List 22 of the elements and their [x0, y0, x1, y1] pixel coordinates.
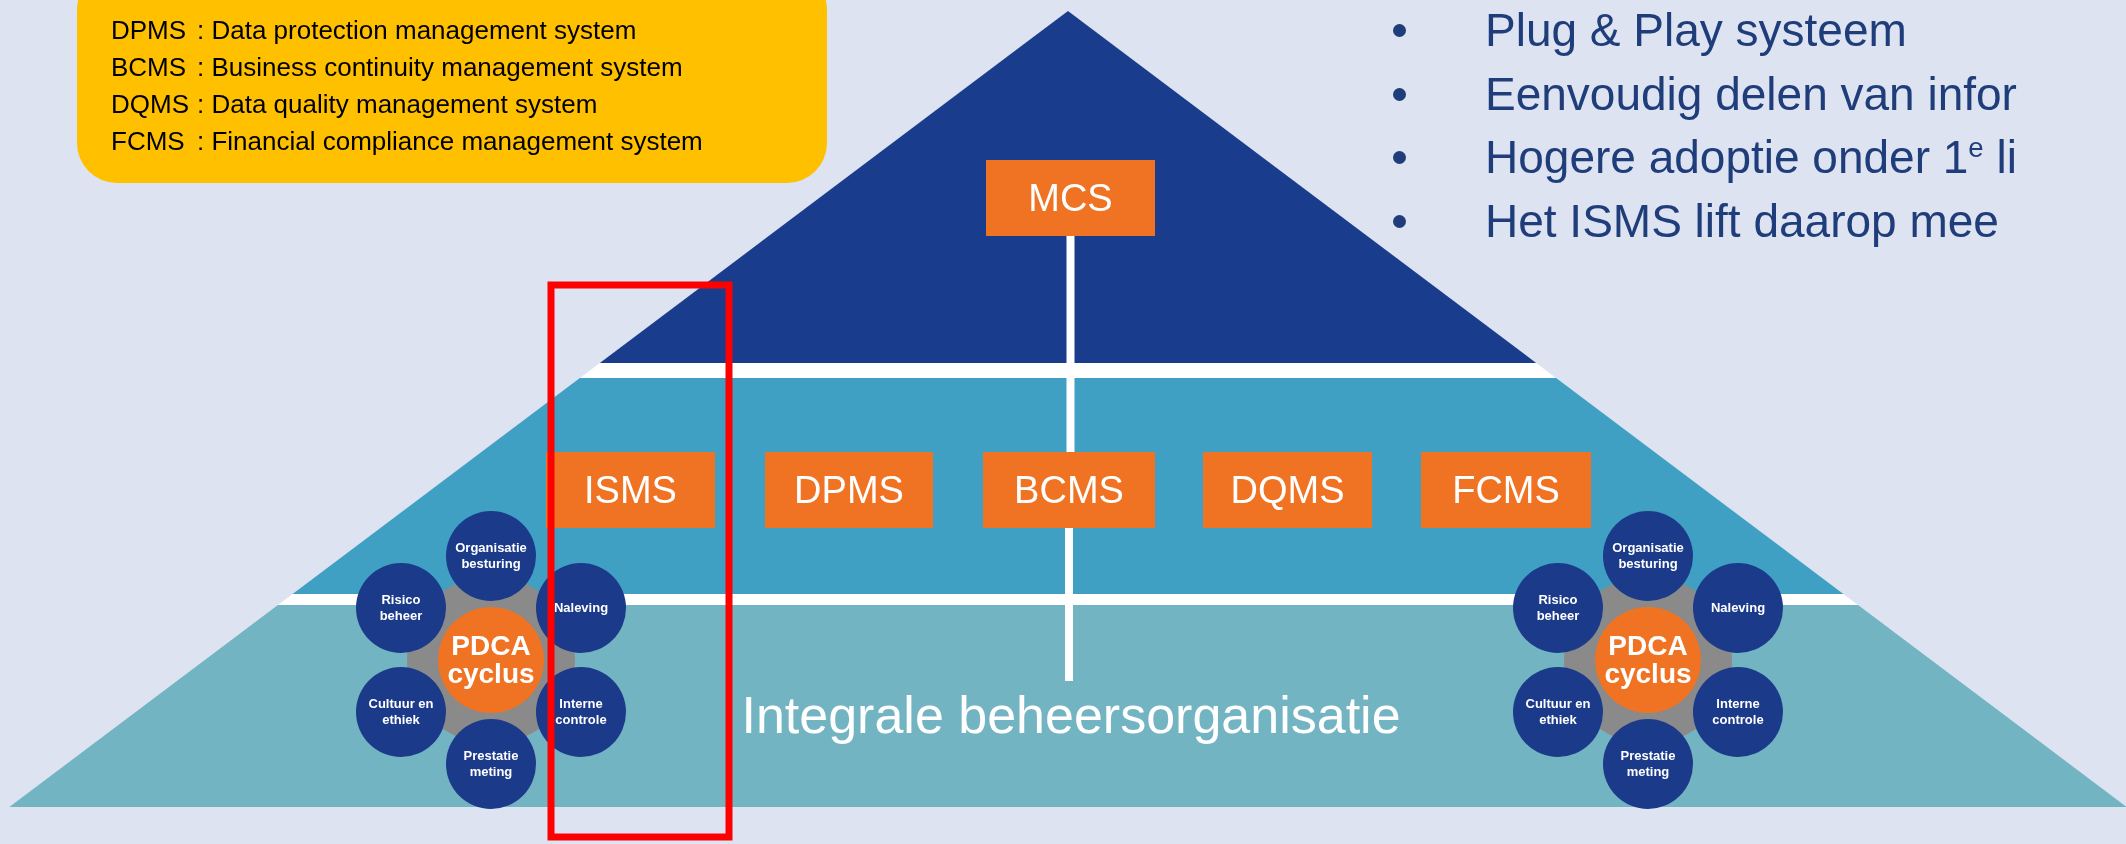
bullet-text: Plug & Play systeem [1485, 3, 1907, 58]
bullet-text: Eenvoudig delen van infor [1485, 66, 2017, 122]
abbreviation: DPMS [111, 14, 188, 47]
system-box: DPMS [765, 452, 933, 528]
bullet-text: Hogere adoptie onder 1$^{e}$ li [1485, 130, 2017, 185]
system-box: MCS [986, 160, 1155, 236]
abbreviation: FCMS [111, 125, 186, 158]
system-box: BCMS [983, 452, 1155, 528]
connector-line [1066, 236, 1075, 452]
system-box: ISMS [546, 452, 715, 528]
definition: : Data protection management system [197, 14, 638, 47]
abbreviation: BCMS [111, 51, 188, 84]
definition: : Business continuity management system [197, 51, 684, 84]
glossary-panel [77, 0, 827, 183]
bullet-text: Het ISMS lift daarop mee [1485, 193, 1999, 249]
system-box: FCMS [1421, 452, 1591, 528]
system-box: DQMS [1203, 452, 1372, 528]
foundation-label: Integrale beheersorganisatie [671, 681, 1471, 749]
definition: : Data quality management system [197, 88, 599, 121]
connector-line [1065, 528, 1073, 681]
abbreviation: DQMS [111, 88, 190, 121]
definition: : Financial compliance management system [197, 125, 703, 158]
